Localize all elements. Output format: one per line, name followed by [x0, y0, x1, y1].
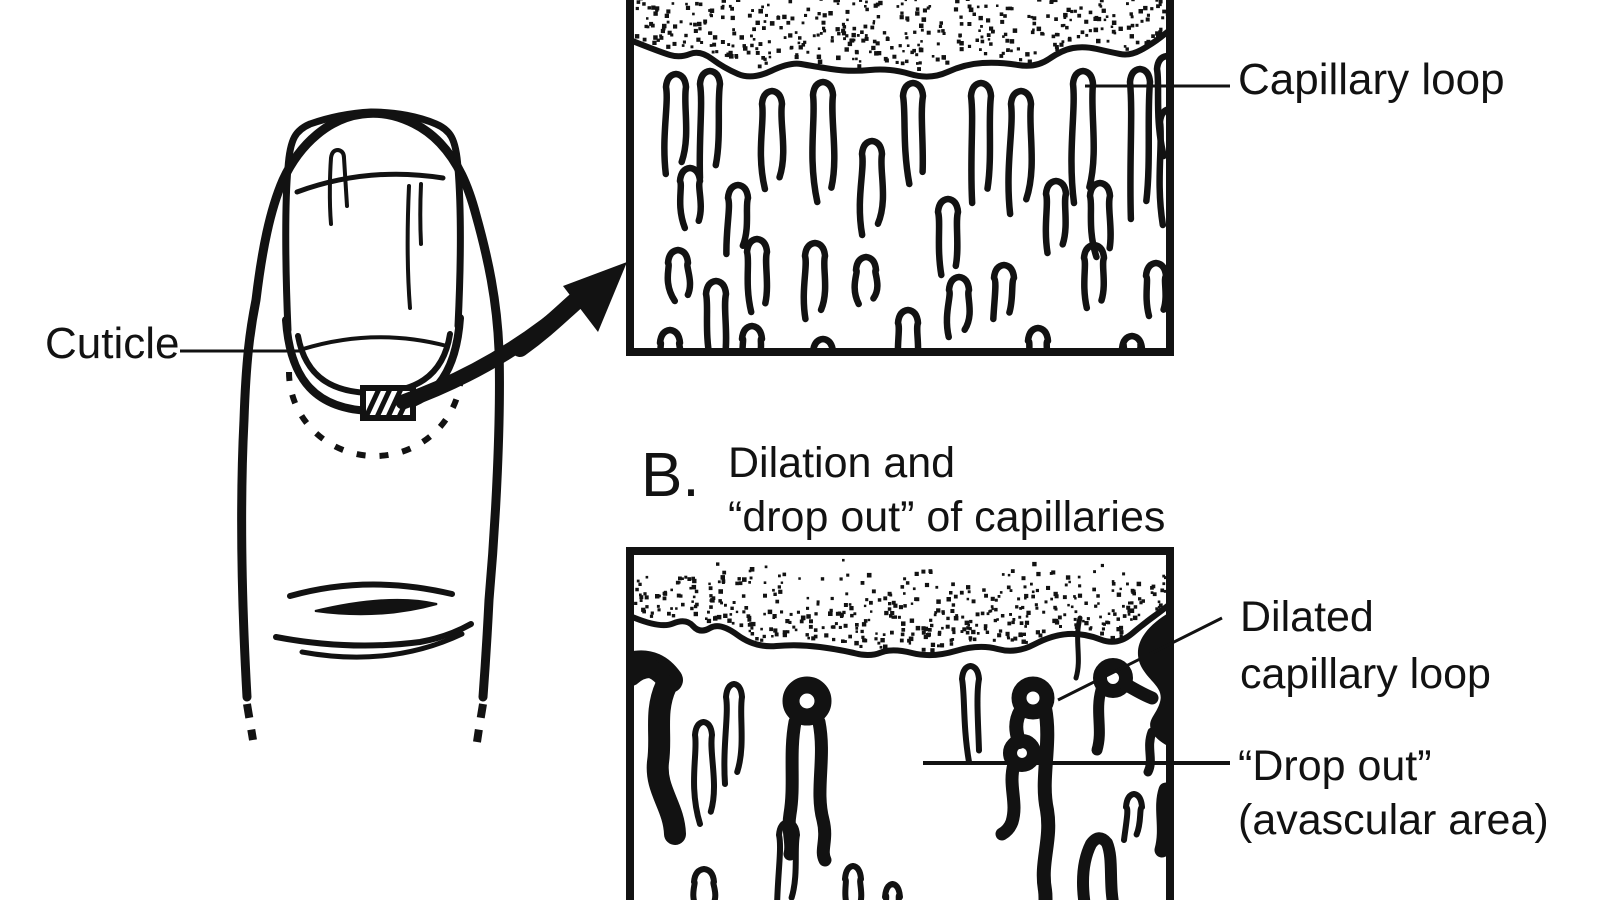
- dilated-capillary-loop: [1077, 832, 1119, 900]
- panel-a-border: [626, 0, 1174, 356]
- dilated-capillary-loop: [782, 676, 832, 726]
- capillary-loop: [967, 79, 995, 207]
- panel-a-normal-capillaries: [626, 0, 1174, 356]
- hatch-line: [375, 391, 392, 415]
- capillary-loop: [690, 866, 719, 900]
- capillary-loop: [1024, 324, 1052, 348]
- capillary-loop: [856, 137, 887, 239]
- arrow-head: [563, 262, 627, 332]
- dilated-capillary-loop: [782, 715, 802, 861]
- lunula-arc: [301, 335, 449, 351]
- capillary-loop: [1142, 259, 1166, 320]
- capillary-loop: [943, 273, 973, 341]
- capillary-loop: [990, 261, 1018, 323]
- capillary-loop: [851, 253, 881, 308]
- nail-free-edge: [294, 171, 446, 195]
- capillary-loop: [691, 719, 717, 827]
- dilated-capillary-loop: [995, 757, 1021, 841]
- capillary-loop: [1118, 332, 1146, 348]
- capillary-loop: [1126, 65, 1154, 223]
- finger-left-dash: [243, 703, 257, 741]
- capillary-loop: [882, 881, 903, 900]
- dilated-capillary-loop: [1143, 727, 1157, 777]
- capillary-loop: [1042, 177, 1070, 257]
- nail-tick: [327, 148, 349, 226]
- capillary-loop: [1080, 241, 1108, 312]
- panel-b-caption: Dilation and “drop out” of capillaries: [728, 439, 1166, 541]
- capillary-loop: [702, 277, 730, 348]
- knuckle-crease-4: [299, 631, 465, 660]
- panel-b-stipple: [634, 558, 1166, 653]
- capillary-loop: [934, 195, 962, 279]
- drop-out-label: “Drop out” (avascular area): [1238, 742, 1549, 844]
- dilated-loop-leader: [1057, 616, 1223, 702]
- capillary-loop: [721, 681, 745, 787]
- panel-b-skin-boundary: [634, 603, 1166, 659]
- panel-b-letter: B.: [641, 441, 700, 510]
- capillary-loop: [661, 70, 690, 178]
- dilated-capillary-loop: [1137, 614, 1166, 746]
- dilated-capillary-loop: [646, 675, 686, 845]
- dilated-capillary-loop: [1011, 676, 1055, 720]
- capillary-loop: [809, 78, 838, 206]
- capillary-loop: [664, 246, 694, 305]
- magnify-arrow-icon: [395, 262, 627, 410]
- capillary-loop: [800, 239, 829, 323]
- knuckle-crease-3: [273, 621, 474, 649]
- dilated-capillary-loop: [1036, 701, 1056, 900]
- dilated-capillary-loop: [1118, 677, 1159, 705]
- dilated-capillary-loop: [1154, 782, 1166, 858]
- capillary-loop-label: Capillary loop: [1238, 55, 1505, 104]
- panel-a-content: [634, 0, 1166, 348]
- capillary-loop: [757, 87, 787, 193]
- capillary-loop: [676, 164, 704, 232]
- dilated-capillary-loop: [1009, 703, 1028, 749]
- finger-illustration: [237, 108, 504, 743]
- dilated-capillary-loop-label: Dilated capillary loop: [1240, 593, 1491, 698]
- capillary-loop: [696, 67, 724, 182]
- capillary-loops: [656, 52, 1166, 348]
- dilated-capillary-loop: [1091, 684, 1107, 756]
- dilated-capillary-loop: [1073, 615, 1083, 681]
- capillary-loop: [656, 326, 684, 348]
- nail-ridge-2: [418, 182, 423, 246]
- capillary-loop: [1086, 179, 1114, 261]
- panel-b-content: [634, 558, 1166, 900]
- finger-right-dash: [473, 703, 487, 743]
- capillary-loop: [842, 863, 865, 900]
- capillary-loop: [894, 306, 922, 348]
- panel-b-dilated-capillaries: [626, 547, 1174, 900]
- nail-ridge-1: [405, 184, 412, 310]
- capillary-loop: [899, 79, 927, 188]
- nail-outline: [282, 108, 464, 334]
- capillary-loop: [959, 663, 982, 765]
- leader-lines: [180, 84, 1230, 765]
- capillary-loop: [1156, 106, 1166, 229]
- capillary-loop: [738, 322, 766, 348]
- capillary-loop: [1121, 791, 1145, 843]
- dilated-capillary-loop: [634, 658, 660, 686]
- normal-capillary-loops: [690, 663, 1145, 900]
- panel-b-border: [626, 547, 1174, 900]
- capillary-loop: [743, 235, 771, 316]
- cuticle-label: Cuticle: [45, 319, 180, 368]
- dilated-capillary-loops: [634, 614, 1166, 900]
- panel-a-stipple: [634, 0, 1166, 71]
- capillary-loop: [723, 181, 752, 258]
- knuckle-crease-1: [287, 581, 455, 599]
- capillary-loop: [810, 335, 836, 348]
- capillary-loop: [1153, 52, 1166, 160]
- dilated-capillary-loop: [812, 715, 832, 867]
- panel-a-skin-boundary: [634, 29, 1166, 80]
- hatch-line: [366, 391, 381, 415]
- capillary-loop: [1068, 67, 1097, 207]
- knuckle-crease-2: [314, 598, 438, 616]
- hatch-line: [386, 391, 403, 415]
- capillary-loop: [1005, 87, 1035, 218]
- arrow-tail: [511, 291, 586, 357]
